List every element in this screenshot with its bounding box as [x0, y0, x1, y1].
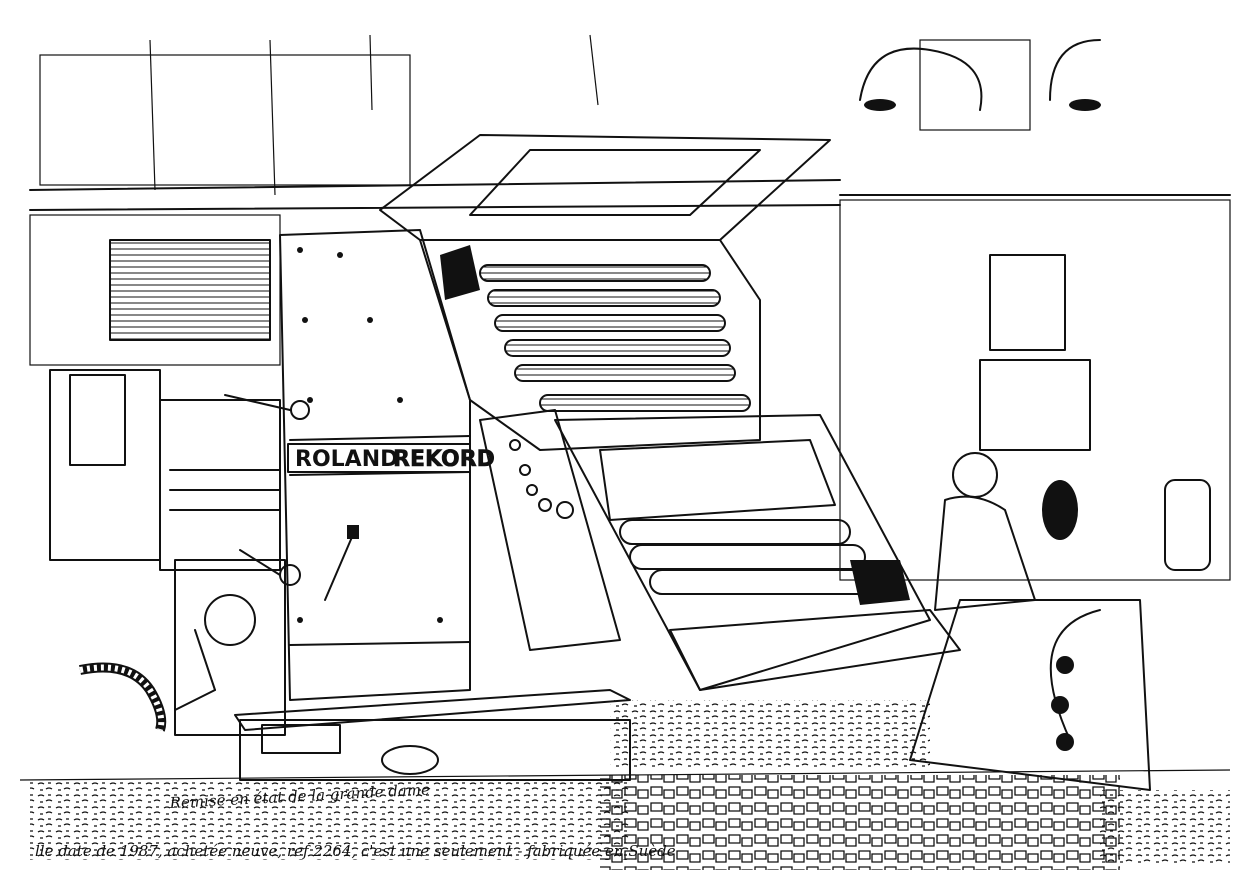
ceiling-structure	[29, 34, 841, 211]
upper-tray	[379, 134, 831, 241]
press-base	[234, 689, 631, 781]
press-model-label: REKORD	[393, 447, 495, 472]
floor	[19, 700, 1231, 870]
control-levers	[174, 394, 359, 711]
floor-hose	[79, 662, 167, 732]
caption-line-2: lle date de 1987, achetée neuve, ref 226…	[35, 842, 676, 860]
left-wall-shelving	[29, 214, 281, 366]
printing-unit	[554, 414, 961, 691]
foreground-guard	[909, 599, 1151, 791]
ceiling-pipes	[839, 39, 1231, 196]
feeder-unit	[49, 369, 286, 736]
press-left-housing: ROLAND REKORD	[279, 229, 495, 701]
center-control-panel	[479, 409, 621, 651]
right-background-wall	[839, 199, 1231, 581]
press-brand-label: ROLAND	[295, 447, 398, 472]
worker-figure	[934, 452, 1078, 611]
